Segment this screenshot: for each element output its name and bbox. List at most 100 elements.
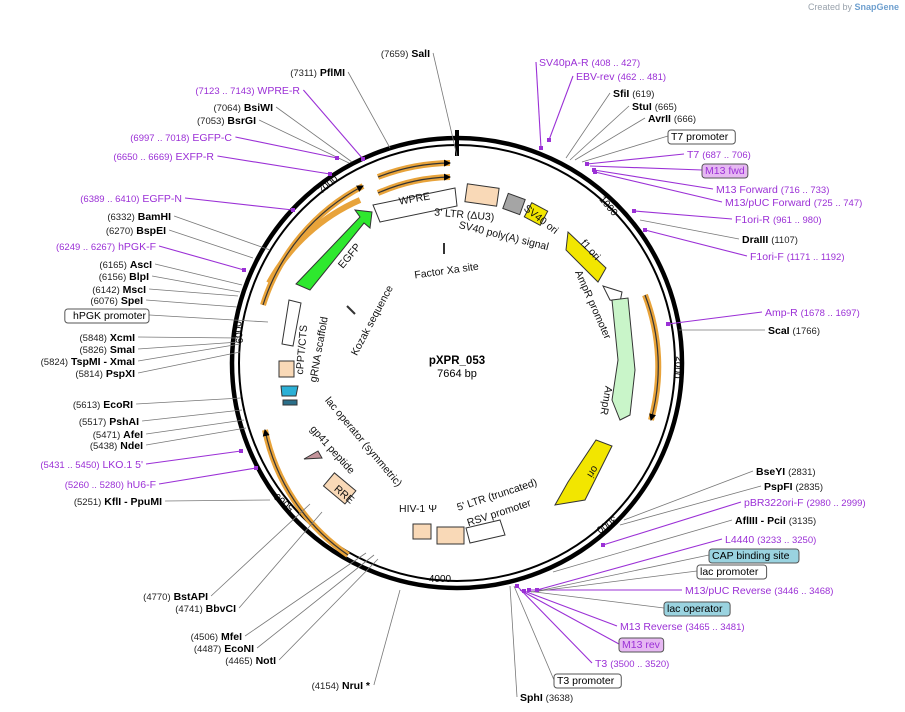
leader-line	[639, 219, 740, 240]
site-label-text: M13 Forward (716 .. 733)	[716, 184, 829, 196]
site-coord: (2831)	[788, 467, 815, 478]
site-label-text: M13 fwd	[705, 165, 745, 177]
site-label-text: M13 Reverse (3465 .. 3481)	[620, 621, 745, 633]
feature-ori	[554, 439, 613, 506]
site-label-text: (6165) AscI	[99, 259, 152, 271]
leader-line	[569, 105, 630, 161]
site-coord: (6332)	[107, 212, 134, 223]
site-name: AfeI	[123, 429, 143, 441]
site-label-mfei: (4506) MfeI	[191, 631, 242, 643]
primer-site-mark	[242, 268, 246, 272]
site-label-text: M13/pUC Reverse (3446 .. 3468)	[685, 585, 833, 597]
site-coord: (3233 .. 3250)	[757, 535, 816, 546]
site-label-t3-promoter: T3 promoter	[553, 673, 622, 689]
orange-arc-left-2	[266, 197, 362, 285]
site-label-text: (4741) BbvCI	[175, 603, 236, 615]
site-name: XcmI	[110, 332, 135, 344]
orange-arc-lower-left-line	[262, 429, 349, 556]
feature-3ltr	[464, 183, 500, 207]
site-label-text: (6076) SpeI	[90, 295, 143, 307]
primer-site-mark	[291, 208, 295, 212]
site-label-sfii: SfiI (619)	[613, 88, 654, 100]
site-name: M13 Reverse	[620, 621, 683, 633]
leader-line	[173, 215, 271, 251]
site-label-afliii-pcii: AflIII - PciI (3135)	[735, 515, 816, 527]
site-label-cap-binding-site: CAP binding site	[708, 548, 800, 564]
site-label-text: (5517) PshAI	[79, 416, 139, 428]
leader-line	[530, 570, 698, 593]
site-label-box	[553, 673, 622, 689]
leader-line	[238, 511, 323, 609]
site-label-text: (7064) BsiWI	[213, 102, 273, 114]
site-name: KflI - PpuMI	[104, 496, 162, 508]
site-label-text: (4487) EcoNI	[194, 643, 254, 655]
site-coord: (1171 .. 1192)	[787, 252, 845, 263]
site-label-text: (6249 .. 6267) hPGK-F	[56, 241, 156, 253]
site-name: PflMI	[320, 67, 345, 79]
site-name: PspXI	[106, 368, 135, 380]
site-name: pBR322ori-F	[744, 497, 804, 509]
site-name: LKO.1 5'	[102, 459, 143, 471]
site-label-text: (5814) PspXI	[75, 368, 135, 380]
leader-line	[275, 106, 353, 163]
leader-lines	[136, 52, 765, 698]
site-name: SmaI	[110, 344, 135, 356]
site-name: hU6-F	[127, 479, 156, 491]
leader-line	[154, 263, 243, 286]
leader-line	[548, 75, 574, 141]
site-name: lac operator	[667, 603, 723, 615]
orange-arc-top-line-1	[377, 159, 451, 178]
site-name: SphI	[520, 692, 543, 704]
site-coord: (5814)	[75, 369, 102, 380]
feature-label-ampr: AmpR	[597, 385, 614, 416]
site-coord: (3638)	[546, 693, 573, 704]
site-coord: (5471)	[93, 430, 120, 441]
feature-cppt	[278, 360, 295, 378]
site-coord: (666)	[674, 114, 696, 125]
site-label-box	[701, 163, 749, 179]
site-coord: (4154)	[312, 681, 339, 692]
site-name: MfeI	[221, 631, 242, 643]
site-name: T3	[595, 658, 607, 670]
leader-line	[516, 585, 593, 664]
site-coord: (7311)	[290, 68, 317, 79]
site-label-bamhi: (6332) BamHI	[107, 211, 171, 223]
site-label-econi: (4487) EcoNI	[194, 643, 254, 655]
site-label-text: T7 (687 .. 706)	[687, 149, 751, 161]
site-coord: (3135)	[789, 516, 816, 527]
site-label-box	[708, 548, 800, 564]
site-label-amp-r: Amp-R (1678 .. 1697)	[765, 307, 860, 319]
leader-line	[137, 351, 241, 374]
site-label-kfli-ppumi: (5251) KflI - PpuMI	[74, 496, 162, 508]
orange-arcs	[260, 159, 662, 558]
site-label-text: (5613) EcoRI	[73, 399, 133, 411]
site-name: WPRE-R	[257, 85, 300, 97]
site-name: EXFP-R	[175, 151, 214, 163]
primer-site-mark	[632, 209, 636, 213]
primer-site-mark	[592, 168, 596, 172]
primer-site-mark	[239, 449, 243, 453]
tick-6000: 6000	[233, 320, 246, 344]
feature-gp41	[303, 450, 323, 460]
feature-label-grna: gRNA scaffold	[307, 316, 330, 384]
site-name: SV40pA-R	[539, 57, 589, 69]
primer-site-mark	[254, 466, 258, 470]
site-label-text: AvrII (666)	[648, 113, 696, 125]
site-label-text: StuI (665)	[632, 101, 677, 113]
feature-sv40-ori	[523, 202, 549, 226]
site-coord: (7053)	[197, 116, 224, 127]
site-label-box	[618, 637, 665, 653]
leader-line	[432, 52, 458, 157]
leader-line	[217, 155, 331, 175]
site-coord: (6650 .. 6669)	[113, 152, 172, 163]
feature-label-cppt: cPPT/CTS	[294, 325, 310, 375]
site-label-tspmi-xmai: (5824) TspMI - XmaI	[41, 356, 135, 368]
site-label-text: CAP binding site	[712, 550, 790, 562]
site-label-text: (4770) BstAPI	[143, 591, 208, 603]
site-label-text: (5471) AfeI	[93, 429, 143, 441]
site-coord: (2835)	[796, 482, 823, 493]
primer-site-mark	[547, 138, 551, 142]
site-coord: (5517)	[79, 417, 106, 428]
site-label-egfp-c: (6997 .. 7018) EGFP-C	[130, 132, 232, 144]
feature-label-ampr-promoter: AmpR promoter	[572, 268, 613, 341]
